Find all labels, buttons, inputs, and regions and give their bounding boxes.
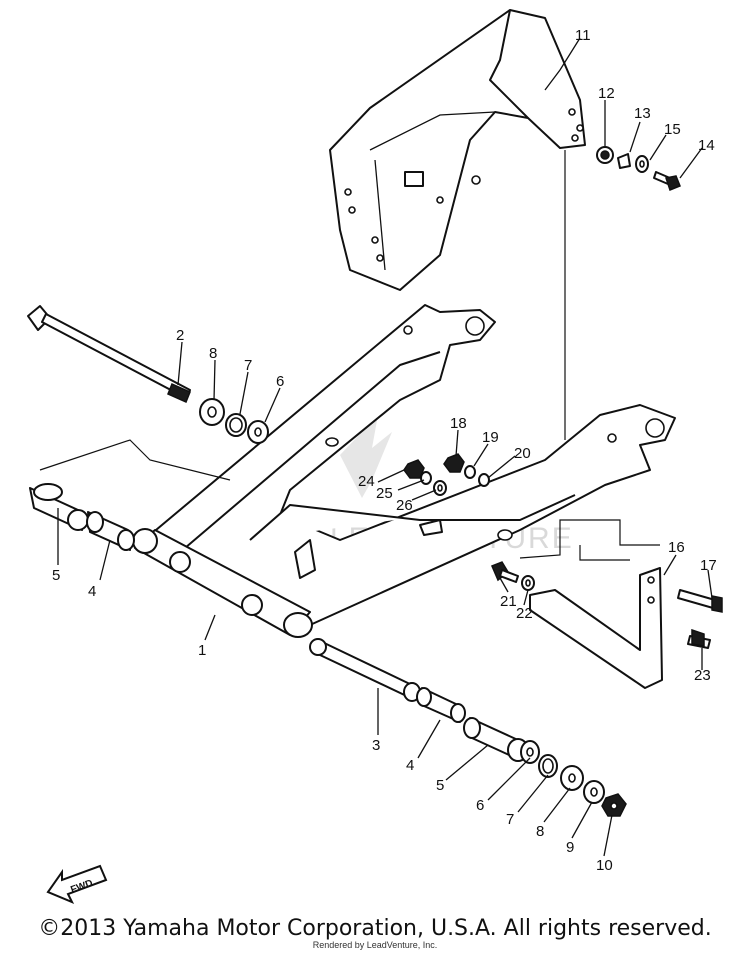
callout-9: 9 — [566, 839, 574, 856]
callout-24: 24 — [358, 473, 375, 490]
callout-10: 10 — [596, 857, 613, 874]
callout-4-left: 4 — [88, 583, 96, 600]
callout-7-right: 7 — [506, 811, 514, 828]
callout-8: 8 — [209, 345, 217, 362]
chain-bracket — [529, 567, 663, 689]
callout-5-right: 5 — [436, 777, 444, 794]
chain-guard — [329, 9, 586, 291]
callout-26: 26 — [396, 497, 413, 514]
callout-20: 20 — [514, 445, 531, 462]
callout-21: 21 — [500, 593, 517, 610]
callout-19: 19 — [482, 429, 499, 446]
callout-8-right: 8 — [536, 823, 544, 840]
callout-15: 15 — [664, 121, 681, 138]
callout-6: 6 — [276, 373, 284, 390]
leader-lines — [57, 37, 713, 857]
callout-17: 17 — [700, 557, 717, 574]
callout-6-right: 6 — [476, 797, 484, 814]
pivot-shaft — [27, 305, 191, 404]
callout-23: 23 — [694, 667, 711, 684]
callout-14: 14 — [698, 137, 715, 154]
left-washers — [199, 398, 269, 444]
callout-2: 2 — [176, 327, 184, 344]
swingarm — [149, 304, 676, 626]
guard-hardware — [596, 146, 681, 191]
callout-12: 12 — [598, 85, 615, 102]
assembly-lines — [39, 150, 660, 561]
rendered-by-credit: Rendered by LeadVenture, Inc. — [312, 940, 438, 950]
callout-22: 22 — [516, 605, 533, 622]
callout-1: 1 — [198, 642, 206, 659]
callout-5-left: 5 — [52, 567, 60, 584]
callout-11: 11 — [575, 27, 591, 44]
right-bushings — [309, 638, 529, 762]
callout-18: 18 — [450, 415, 467, 432]
callout-16: 16 — [668, 539, 685, 556]
callouts: 11 12 13 15 14 2 8 7 6 18 19 20 24 25 26… — [52, 27, 717, 874]
callout-4-right: 4 — [406, 757, 414, 774]
pivot-tube — [132, 528, 313, 638]
callout-7: 7 — [244, 357, 252, 374]
left-bushings — [29, 483, 135, 551]
watermark-flame-icon — [340, 415, 392, 498]
callout-3: 3 — [372, 737, 380, 754]
callout-25: 25 — [376, 485, 393, 502]
fwd-arrow-icon: FWD — [46, 864, 108, 904]
bracket-bolts — [491, 561, 723, 649]
callout-13: 13 — [634, 105, 651, 122]
right-washers — [520, 740, 627, 817]
bracket-hardware — [403, 453, 490, 496]
copyright-notice: ©2013 Yamaha Motor Corporation, U.S.A. A… — [38, 916, 712, 941]
